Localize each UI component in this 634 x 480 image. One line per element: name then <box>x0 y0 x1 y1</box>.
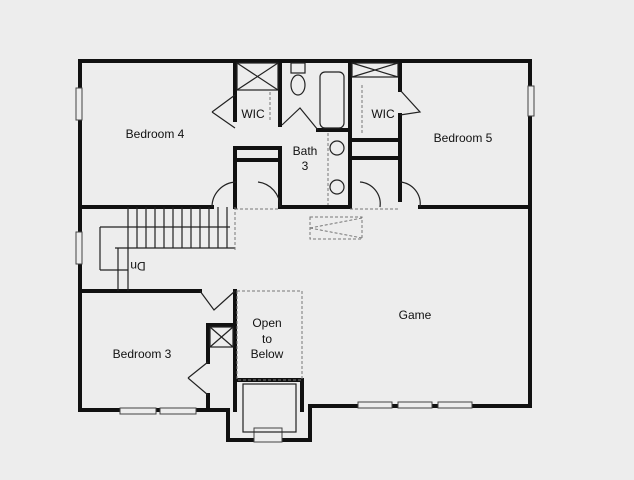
bedroom-4-label: Bedroom 4 <box>126 127 185 141</box>
wic-left-label: WIC <box>241 107 265 121</box>
game-label: Game <box>399 308 432 322</box>
staircase: Dn <box>99 207 236 291</box>
closet-details <box>187 62 422 433</box>
interior-walls <box>78 59 532 412</box>
stairs-down-label: Dn <box>130 259 145 273</box>
bedroom-3-label: Bedroom 3 <box>113 347 172 361</box>
room-labels: Bedroom 4 WIC Bath 3 WIC Bedroom 5 Game … <box>113 107 493 361</box>
stair-treads <box>127 207 228 248</box>
wic-right-label: WIC <box>371 107 395 121</box>
open-to-below-label-line3: Below <box>251 347 284 361</box>
bath-3-label-line2: 3 <box>302 159 309 173</box>
bedroom-5-label: Bedroom 5 <box>434 131 493 145</box>
open-to-below-label-line2: to <box>262 332 272 346</box>
exterior-walls <box>78 59 532 442</box>
bath-3-label-line1: Bath <box>293 144 318 158</box>
open-to-below-label-line1: Open <box>252 316 281 330</box>
